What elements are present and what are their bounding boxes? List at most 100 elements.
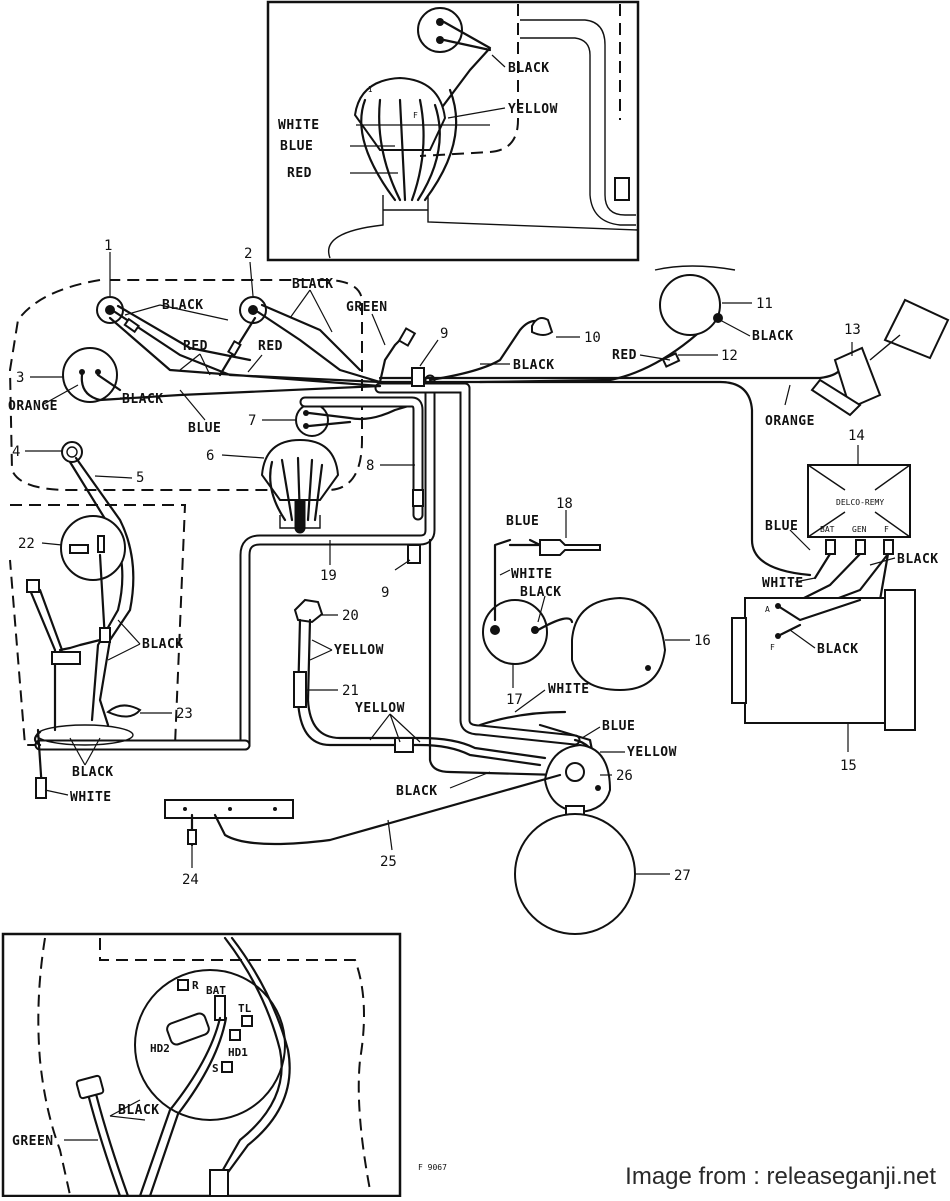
inset-bundle-base [328,195,639,259]
cable-21-yellow [296,618,547,767]
regulator-term-gen: GEN [852,525,867,534]
part-7-term-b [303,423,309,429]
part-7-term-a [303,410,309,416]
inset-tube-outer [520,19,636,216]
part-4-inner [66,446,78,458]
bottom-label-green: GREEN [12,1134,54,1149]
part-17-term-pos [531,626,539,634]
label-yellow-26: YELLOW [627,745,677,760]
leader-white-gen [794,577,816,583]
part-22-resistor [69,544,89,554]
watermark-text: Image from : releaseganji.net [625,1163,936,1190]
label-black-reg: BLACK [897,552,939,567]
part-13-stem [869,334,901,361]
part-6-base [279,515,321,529]
callout-12: 12 [721,348,738,364]
bottom-cable-green [86,1092,130,1198]
leader-black-17 [537,595,546,623]
part-22-clamp [51,651,81,665]
connector-a [123,317,141,334]
leader-red-12 [639,354,671,361]
label-black-22: BLACK [142,637,184,652]
part-10-bulb [531,317,554,336]
inset-lamp-term-1 [436,18,444,26]
leader-white-lead [44,789,69,796]
dash-panel-outline [8,279,363,491]
callout-9-upper: 9 [440,326,448,342]
part-22-plug [26,579,40,593]
part-3-term-b [95,369,101,375]
inset-label-black: BLACK [508,61,550,76]
label-black-26: BLACK [396,784,438,799]
bottom-dash-right [99,938,371,1191]
callout-20: 20 [342,608,359,624]
callout-9-lower: 9 [381,585,389,601]
leader-2 [249,261,254,297]
callout-3: 3 [16,370,24,386]
leader-blue-main [179,389,206,421]
cable-5-b [68,460,124,722]
part-27-starter [514,813,636,935]
label-red-1: RED [183,339,208,354]
bottom-label-black: BLACK [118,1103,160,1118]
callout-15: 15 [840,758,857,774]
leader-black-11 [719,319,751,337]
callout-16: 16 [694,633,711,649]
label-yellow-20: YELLOW [334,643,384,658]
part-20-connector [293,598,324,624]
leader-black-22 [107,619,141,661]
part-13-switch [833,346,882,410]
bottom-green-plug [75,1074,105,1100]
figure-number: F 9067 [418,1163,447,1172]
generator-term-f: F [770,643,775,652]
regulator-term-3 [883,539,894,555]
bottom-cable-right [218,936,291,1177]
label-blue-main: BLUE [188,421,221,436]
regulator-brand: DELCO-REMY [836,498,884,507]
part-4-switch [61,441,83,463]
callout-2: 2 [244,246,252,262]
part-13-paddle [883,298,950,360]
label-blue-26: BLUE [602,719,635,734]
part-26-small-post [595,785,601,791]
label-black-1: BLACK [162,298,204,313]
connector-12 [661,352,681,368]
bottom-label-bat: BAT [206,984,226,997]
part-22-ignition [60,515,126,581]
part-24-lug [187,829,197,845]
label-red-2: RED [258,339,283,354]
label-white-gen: WHITE [762,576,804,591]
leader-5 [94,475,133,479]
cable-21-clip [394,737,414,753]
inset-label-white: WHITE [278,118,320,133]
bottom-inset: R BAT TL HD2 HD1 S BLACK GREEN [1,932,402,1198]
bottom-label-tl: TL [238,1002,252,1015]
label-red-12: RED [612,348,637,363]
part-17-term-neg [490,625,500,635]
part-11-bracket [654,265,736,271]
wires-part-22 [28,553,107,732]
part-23-loop [36,724,134,746]
wires-part-17 [493,538,574,632]
part-7-lamp [295,403,329,437]
inset-lamp-term-2 [436,36,444,44]
callout-11: 11 [756,296,773,312]
callout-7: 7 [248,413,256,429]
label-orange-right: ORANGE [765,414,815,429]
label-white-26: WHITE [548,682,590,697]
label-blue-18: BLUE [506,514,539,529]
part-26-post [565,762,585,782]
part-2-center [248,305,258,315]
inset-lamp [417,7,463,53]
part-1-center [105,305,115,315]
wire-trunk-upper [378,380,812,577]
inset-label-yellow: YELLOW [508,102,558,117]
bottom-label-r: R [192,979,199,992]
part-16-bolt [645,665,651,671]
wires-part-6 [269,456,324,522]
callout-1: 1 [104,238,112,254]
callout-17: 17 [506,692,523,708]
regulator-term-2 [855,539,866,555]
bottom-dash-left [37,937,71,1196]
top-inset-frame [266,0,640,262]
